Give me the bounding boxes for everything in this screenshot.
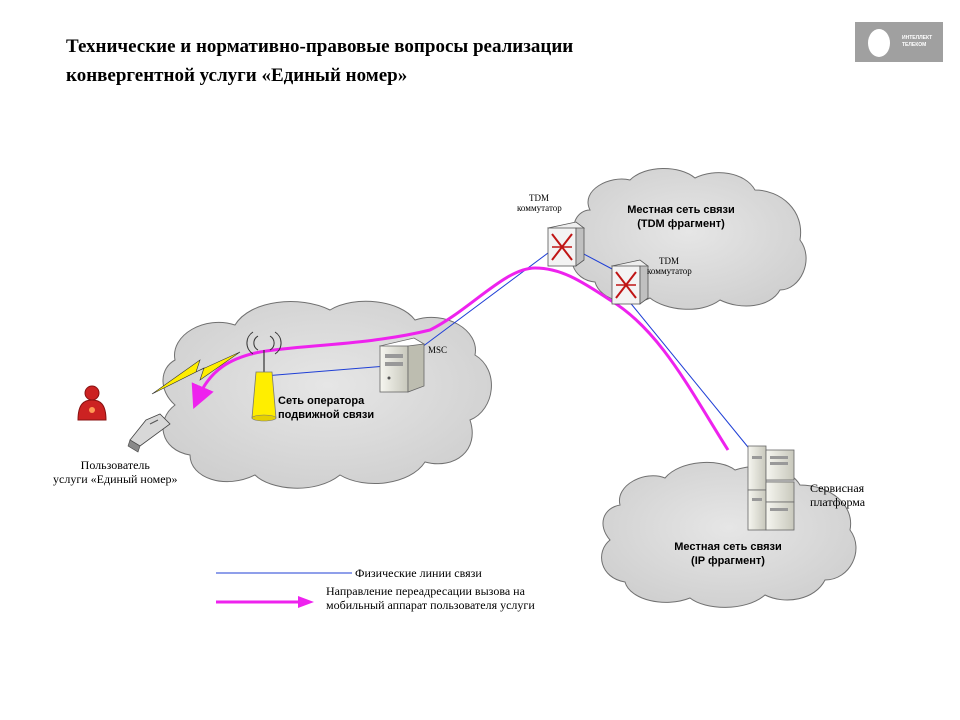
msc-server-icon: [378, 337, 426, 393]
antenna-icon: [246, 331, 282, 422]
user-label: Пользователь услуги «Единый номер»: [53, 458, 178, 486]
legend-arrow-icon: [298, 596, 314, 608]
tdm-switch-1-label: TDM коммутатор: [517, 193, 562, 213]
link-bts-msc: [263, 365, 387, 377]
legend: [216, 572, 352, 608]
physical-links: [263, 249, 753, 453]
link-tdm2-platform: [627, 299, 753, 453]
logo-text-line-1: ИНТЕЛЛЕКТ: [902, 35, 933, 41]
link-msc-tdm1: [417, 249, 553, 351]
redirect-path: [191, 266, 730, 451]
tdm-switch-2-label: TDM коммутатор: [647, 256, 692, 276]
tdm-switch-1-icon: [547, 221, 585, 267]
cloud-tdm: [571, 168, 807, 310]
link-tdm1-tdm2: [579, 251, 615, 271]
lightning-bolt-icon: [151, 351, 241, 395]
mobile-phone-icon: [127, 413, 171, 453]
company-logo: ИНТЕЛЛЕКТ ТЕЛЕКОМ: [855, 22, 943, 62]
service-platform-servers-icon: [747, 445, 795, 531]
msc-label: MSC: [428, 345, 448, 355]
cloud-tdm-label: Местная сеть связи (TDM фрагмент): [627, 204, 735, 230]
logo-egg-icon: [855, 22, 943, 62]
legend-physical-label: Физические линии связи: [355, 566, 482, 580]
page-title-line-2: конвергентной услуги «Единый номер»: [66, 65, 408, 86]
legend-redirect-label: Направление переадресации вызова на моби…: [326, 584, 535, 612]
logo-text-line-2: ТЕЛЕКОМ: [902, 42, 927, 48]
service-platform-label: Сервисная платформа: [810, 481, 866, 509]
page-title-line-1: Технические и нормативно-правовые вопрос…: [66, 36, 574, 57]
cloud-ip-label: Местная сеть связи (IP фрагмент): [674, 541, 782, 567]
user-person-icon: [77, 385, 107, 421]
cloud-mobile-label: Сеть оператора подвижной связи: [278, 395, 375, 421]
page-title: Технические и нормативно-правовые вопрос…: [66, 32, 573, 90]
tdm-switch-2-icon: [611, 259, 649, 305]
